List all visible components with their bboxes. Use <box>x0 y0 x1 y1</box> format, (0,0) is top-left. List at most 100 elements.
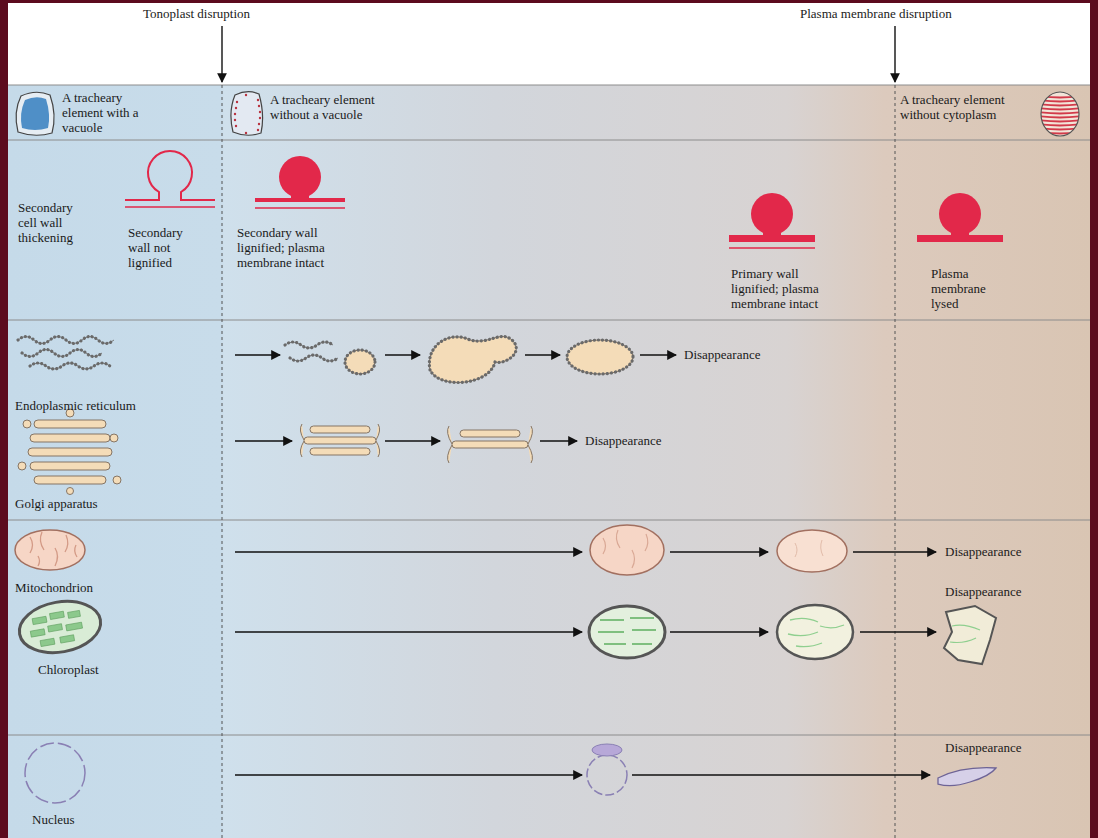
golgi-apparatus <box>28 448 112 456</box>
label: Tonoplast disruption <box>143 6 250 21</box>
primary-wall-lignified-icon <box>729 193 815 248</box>
label: Golgi apparatus <box>15 496 98 511</box>
golgi-apparatus <box>110 434 118 442</box>
label: Chloroplast <box>38 662 99 677</box>
label: Plasma membrane disruption <box>800 6 952 21</box>
panel-background <box>8 3 1090 838</box>
golgi-apparatus <box>67 488 74 495</box>
tracheary-element-without-cytoplasm <box>1038 104 1082 106</box>
golgi-apparatus <box>30 434 110 442</box>
endoplasmic-reticulum <box>18 337 114 344</box>
process-arrow <box>670 551 768 552</box>
mitochondrion <box>15 530 85 570</box>
chloroplast-stage <box>788 618 844 646</box>
label: Secondary wall not lignified <box>128 225 200 270</box>
mitochondrion <box>38 556 40 566</box>
process-arrow <box>235 441 577 442</box>
chloroplast-stage <box>777 605 853 659</box>
stage-dashed-lines <box>895 85 896 838</box>
mitochondrion-stage <box>777 530 847 572</box>
mitochondrion-stage <box>632 550 635 568</box>
golgi-apparatus <box>113 476 121 484</box>
process-arrow <box>860 631 936 632</box>
chloroplast <box>50 611 65 619</box>
chloroplast-stage <box>589 605 996 664</box>
tracheary-element-without-vacuole <box>257 99 259 101</box>
tracheary-element-without-vacuole <box>258 123 260 125</box>
membrane-lysed-icon <box>917 193 1003 242</box>
endoplasmic-reticulum <box>22 350 102 357</box>
tracheary-element-without-vacuole <box>231 92 263 136</box>
process-arrow <box>235 355 676 356</box>
endoplasmic-reticulum <box>18 337 114 344</box>
endoplasmic-reticulum-stage <box>285 342 333 348</box>
row-dividers <box>8 85 1090 86</box>
golgi-apparatus <box>23 420 31 428</box>
tracheary-element-without-vacuole <box>259 111 261 113</box>
mitochondrion <box>75 545 77 557</box>
chloroplast <box>68 610 81 618</box>
mitochondrion <box>15 530 85 570</box>
tracheary-element-with-vacuole <box>21 97 49 130</box>
endoplasmic-reticulum-stage <box>285 336 633 382</box>
tracheary-element-without-vacuole <box>231 92 263 136</box>
process-arrow <box>853 551 936 552</box>
primary-wall-lignified-icon <box>729 247 815 249</box>
tracheary-element-without-vacuole <box>258 105 260 107</box>
chloroplast <box>30 629 45 637</box>
tracheary-element-without-vacuole <box>245 94 247 96</box>
mitochondrion-stage <box>590 525 847 575</box>
golgi-apparatus <box>30 462 110 470</box>
golgi-apparatus <box>34 420 106 428</box>
wall-not-lignified-icon <box>125 151 215 207</box>
chloroplast-stage <box>788 618 844 646</box>
mitochondrion-stage <box>821 540 823 556</box>
tracheary-element-without-cytoplasm <box>1038 120 1082 122</box>
row-dividers <box>8 520 1090 521</box>
stage-dashed-lines <box>222 85 895 838</box>
mitochondrion <box>40 532 44 550</box>
endoplasmic-reticulum <box>30 363 110 369</box>
panel-background <box>8 3 1090 838</box>
chloroplast-stage <box>598 618 656 644</box>
label: Primary wall lignified; plasma membrane … <box>731 266 846 311</box>
golgi-stage <box>300 424 532 463</box>
nucleus <box>25 743 85 803</box>
endoplasmic-reticulum <box>22 350 102 357</box>
stage-dashed-lines <box>222 85 223 838</box>
chloroplast-stage <box>589 606 665 658</box>
wall-lignified-icon <box>255 198 345 202</box>
chloroplast-stage <box>598 618 656 644</box>
row-dividers <box>8 85 1090 735</box>
disruption-arrows <box>222 26 895 82</box>
nucleus-stage <box>587 744 996 795</box>
chloroplast <box>40 638 55 646</box>
endoplasmic-reticulum-stage <box>567 340 633 374</box>
tracheary-element-with-vacuole <box>16 92 54 135</box>
chloroplast-stage <box>944 606 996 664</box>
label: Disappearance <box>945 740 1022 755</box>
mitochondrion <box>30 532 77 566</box>
nucleus-stage <box>938 768 996 786</box>
nucleus-stage <box>592 744 622 756</box>
mitochondrion-stage <box>795 543 797 557</box>
process-arrow <box>235 552 936 553</box>
panel-background <box>8 85 1090 838</box>
label: Disappearance <box>585 433 662 448</box>
row-dividers <box>8 735 1090 736</box>
row-dividers <box>8 320 1090 321</box>
mitochondrion-stage <box>603 538 606 554</box>
wall-not-lignified-icon <box>125 151 215 200</box>
golgi-apparatus <box>34 476 106 484</box>
golgi-stage <box>452 441 528 448</box>
chloroplast <box>60 635 75 643</box>
tracheary-element-without-vacuole <box>234 119 236 121</box>
label: Endoplasmic reticulum <box>15 398 136 413</box>
process-arrow <box>525 354 560 355</box>
primary-wall-lignified-icon <box>729 235 815 242</box>
chloroplast <box>66 622 83 631</box>
golgi-stage <box>460 430 520 437</box>
process-arrow <box>235 440 292 441</box>
membrane-lysed-icon <box>917 235 1003 242</box>
tracheary-element-without-cytoplasm <box>1038 116 1082 118</box>
